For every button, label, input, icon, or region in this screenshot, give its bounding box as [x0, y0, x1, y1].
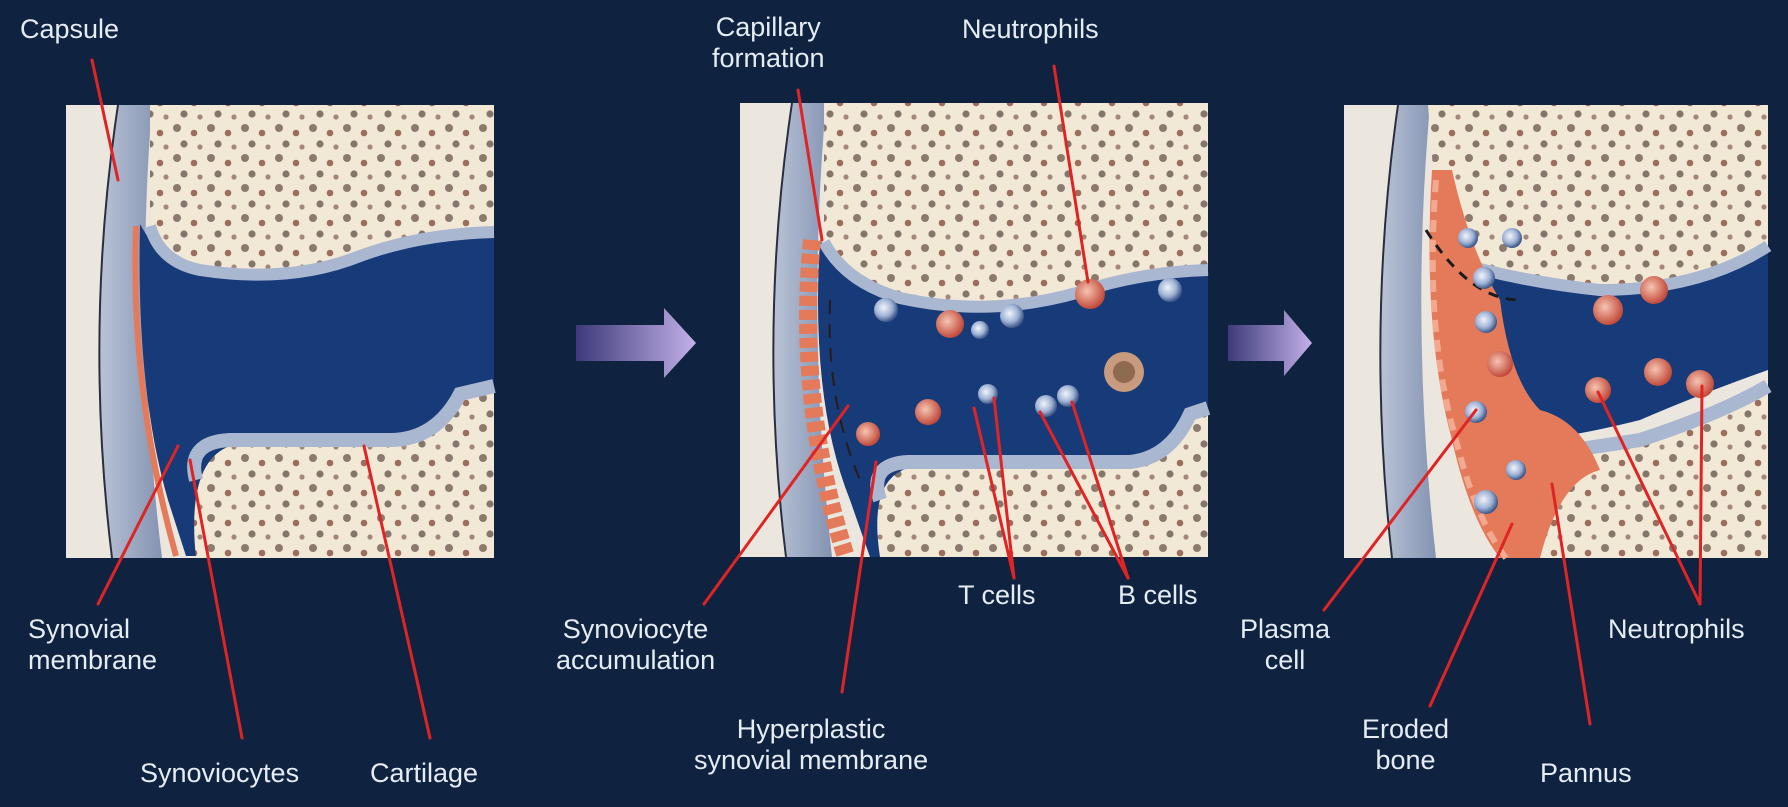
- leader-neutrophils-2b: [1700, 386, 1702, 604]
- label-eroded-bone: Eroded bone: [1362, 714, 1449, 776]
- panel-advanced-pannus: [1344, 105, 1768, 558]
- label-b-cells: B cells: [1118, 580, 1198, 611]
- label-synoviocyte-accumulation: Synoviocyte accumulation: [556, 614, 715, 676]
- label-neutrophils-early: Neutrophils: [962, 14, 1099, 45]
- label-plasma-cell: Plasma cell: [1240, 614, 1330, 676]
- label-neutrophils-advanced: Neutrophils: [1608, 614, 1745, 645]
- label-capillary-formation: Capillary formation: [712, 12, 825, 74]
- panel-normal-joint: [66, 105, 494, 558]
- stage-arrow-1: [576, 308, 696, 378]
- label-cartilage: Cartilage: [370, 758, 478, 789]
- label-synoviocytes: Synoviocytes: [140, 758, 299, 789]
- label-hyperplastic-synovial-membrane: Hyperplastic synovial membrane: [694, 714, 928, 776]
- label-synovial-membrane: Synovial membrane: [28, 614, 157, 676]
- label-t-cells: T cells: [958, 580, 1036, 611]
- label-capsule: Capsule: [20, 14, 119, 45]
- stage-arrow-2: [1228, 310, 1312, 376]
- label-pannus: Pannus: [1540, 758, 1632, 789]
